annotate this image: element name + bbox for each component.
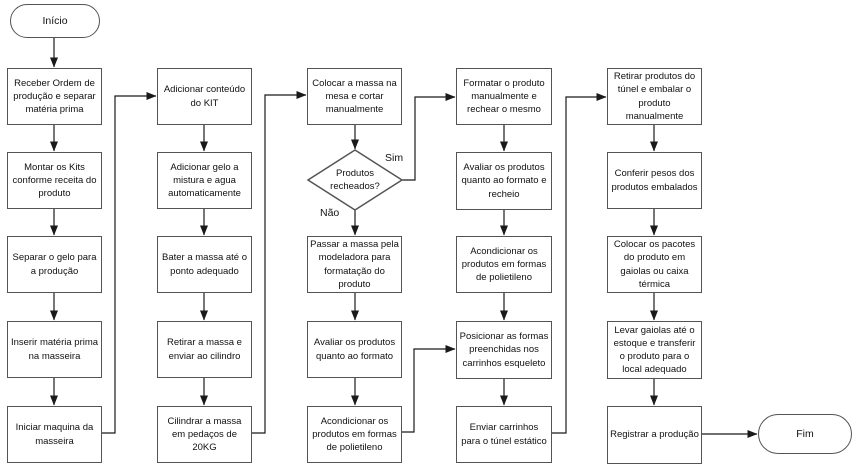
process-passar-massa-modeladora: Passar a massa pela modeladora para form… — [307, 236, 402, 293]
process-cilindrar-massa: Cilindrar a massa em pedaços de 20KG — [157, 406, 252, 463]
process-enviar-carrinhos: Enviar carrinhos para o túnel estático — [456, 406, 552, 463]
process-levar-gaiolas-estoque: Levar gaiolas até o estoque e transferir… — [607, 321, 702, 379]
process-colocar-pacotes-gaiolas: Colocar os pacotes do produto em gaiolas… — [607, 236, 702, 293]
process-adicionar-gelo-agua: Adicionar gelo a mistura e agua automati… — [157, 152, 252, 209]
process-iniciar-maquina: Iniciar maquina da masseira — [7, 406, 102, 463]
process-posicionar-formas: Posicionar as formas preenchidas nos car… — [456, 321, 552, 379]
process-colocar-massa-mesa: Colocar a massa na mesa e cortar manualm… — [307, 68, 402, 125]
process-adicionar-conteudo-kit: Adicionar conteúdo do KIT — [157, 68, 252, 125]
process-avaliar-formato-recheio: Avaliar os produtos quanto ao formato e … — [456, 152, 552, 210]
process-conferir-pesos: Conferir pesos dos produtos embalados — [607, 152, 702, 209]
process-separar-gelo: Separar o gelo para a produção — [7, 236, 102, 293]
edge-decision-yes — [402, 93, 456, 181]
process-montar-kits: Montar os Kits conforme receita do produ… — [7, 152, 102, 209]
process-avaliar-formato: Avaliar os produtos quanto ao formato — [307, 321, 402, 378]
edge-label-nao: Não — [320, 207, 340, 219]
edge-c1r5-c2r1 — [102, 92, 157, 434]
process-formatar-rechear: Formatar o produto manualmente e rechear… — [456, 68, 552, 125]
process-retirar-produtos-tunel: Retirar produtos do túnel e embalar o pr… — [607, 68, 702, 125]
decision-diamond-shape — [306, 149, 404, 211]
edge-label-sim: Sim — [385, 152, 404, 164]
edge-c3r5-c4r4 — [402, 345, 456, 433]
process-acondicionar-polietileno-2: Acondicionar os produtos em formas de po… — [456, 236, 552, 293]
decision-produtos-recheados: Produtos recheados? — [330, 167, 380, 192]
start-terminal: Início — [10, 4, 100, 38]
process-acondicionar-polietileno-1: Acondicionar os produtos em formas de po… — [307, 406, 402, 463]
process-receber-ordem: Receber Ordem de produção e separar maté… — [7, 68, 102, 125]
process-retirar-massa-cilindro: Retirar a massa e enviar ao cilindro — [157, 321, 252, 378]
process-inserir-materia-prima: Inserir matéria prima na masseira — [7, 321, 102, 378]
edge-c4r5-c5r1 — [552, 93, 607, 434]
process-registrar-producao: Registrar a produção — [607, 406, 702, 464]
edge-c2r5-c3r1 — [252, 91, 307, 434]
process-bater-massa: Bater a massa até o ponto adequado — [157, 236, 252, 293]
end-terminal: Fim — [758, 414, 852, 454]
